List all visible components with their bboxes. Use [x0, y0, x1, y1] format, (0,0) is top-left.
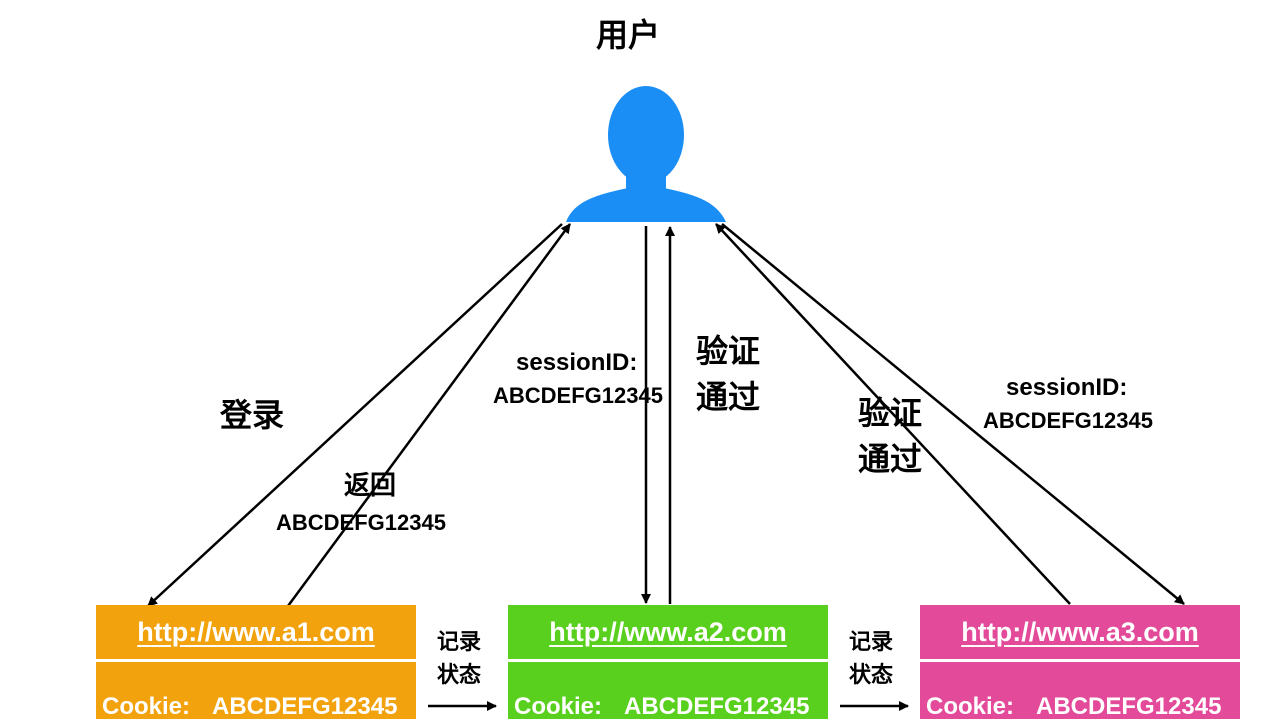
cookie-value: ABCDEFG12345 [212, 693, 398, 720]
site-url-link[interactable]: http://www.a3.com [961, 616, 1199, 647]
arrow-session-to-a3 [721, 223, 1185, 605]
cookie-value: ABCDEFG12345 [1036, 693, 1222, 720]
return-label: 返回 [344, 471, 397, 501]
arrow-a3-verified-to-user [715, 223, 1071, 605]
site-divider [920, 659, 1240, 662]
session-a2-key: sessionID: [516, 349, 638, 376]
session-a3-key: sessionID: [1006, 374, 1128, 401]
session-a3-value: ABCDEFG12345 [983, 408, 1153, 433]
cookie-key: Cookie: [926, 693, 1015, 720]
site-url-link[interactable]: http://www.a1.com [137, 616, 375, 647]
user-silhouette-icon [566, 86, 726, 222]
site-a3-box: http://www.a3.com Cookie: ABCDEFG12345 [920, 605, 1240, 721]
cookie-key: Cookie: [514, 693, 603, 720]
record-state-a1-a2: 记录 状态 [437, 626, 481, 692]
arrow-login-to-a1 [147, 223, 563, 607]
record-state-line2: 状态 [849, 663, 894, 688]
site-a2-url[interactable]: http://www.a2.com [508, 605, 828, 659]
session-a2-value: ABCDEFG12345 [493, 383, 663, 408]
return-value: ABCDEFG12345 [276, 510, 446, 535]
site-a1-box: http://www.a1.com Cookie: ABCDEFG12345 [96, 605, 416, 721]
record-state-line1: 记录 [849, 630, 894, 655]
user-title: 用户 [596, 16, 661, 54]
record-state-line2: 状态 [437, 663, 482, 688]
site-a3-cookie: Cookie: ABCDEFG12345 [926, 693, 1221, 721]
verify-a3-line1: 验证 [858, 394, 923, 432]
cookie-key: Cookie: [102, 693, 191, 720]
arrow-a1-return-to-user [286, 223, 572, 607]
verify-a2-line2: 通过 [696, 378, 761, 416]
verify-a2-line1: 验证 [696, 332, 761, 370]
site-divider [508, 659, 828, 662]
site-a3-url[interactable]: http://www.a3.com [920, 605, 1240, 659]
site-a2-box: http://www.a2.com Cookie: ABCDEFG12345 [508, 605, 828, 721]
verify-a3-line2: 通过 [858, 440, 923, 478]
site-a1-url[interactable]: http://www.a1.com [96, 605, 416, 659]
record-state-line1: 记录 [437, 630, 482, 655]
record-state-a2-a3: 记录 状态 [849, 626, 893, 692]
cookie-value: ABCDEFG12345 [624, 693, 810, 720]
site-url-link[interactable]: http://www.a2.com [549, 616, 787, 647]
site-a2-cookie: Cookie: ABCDEFG12345 [514, 693, 809, 721]
site-a1-cookie: Cookie: ABCDEFG12345 [102, 693, 397, 721]
login-label: 登录 [220, 396, 285, 434]
site-divider [96, 659, 416, 662]
